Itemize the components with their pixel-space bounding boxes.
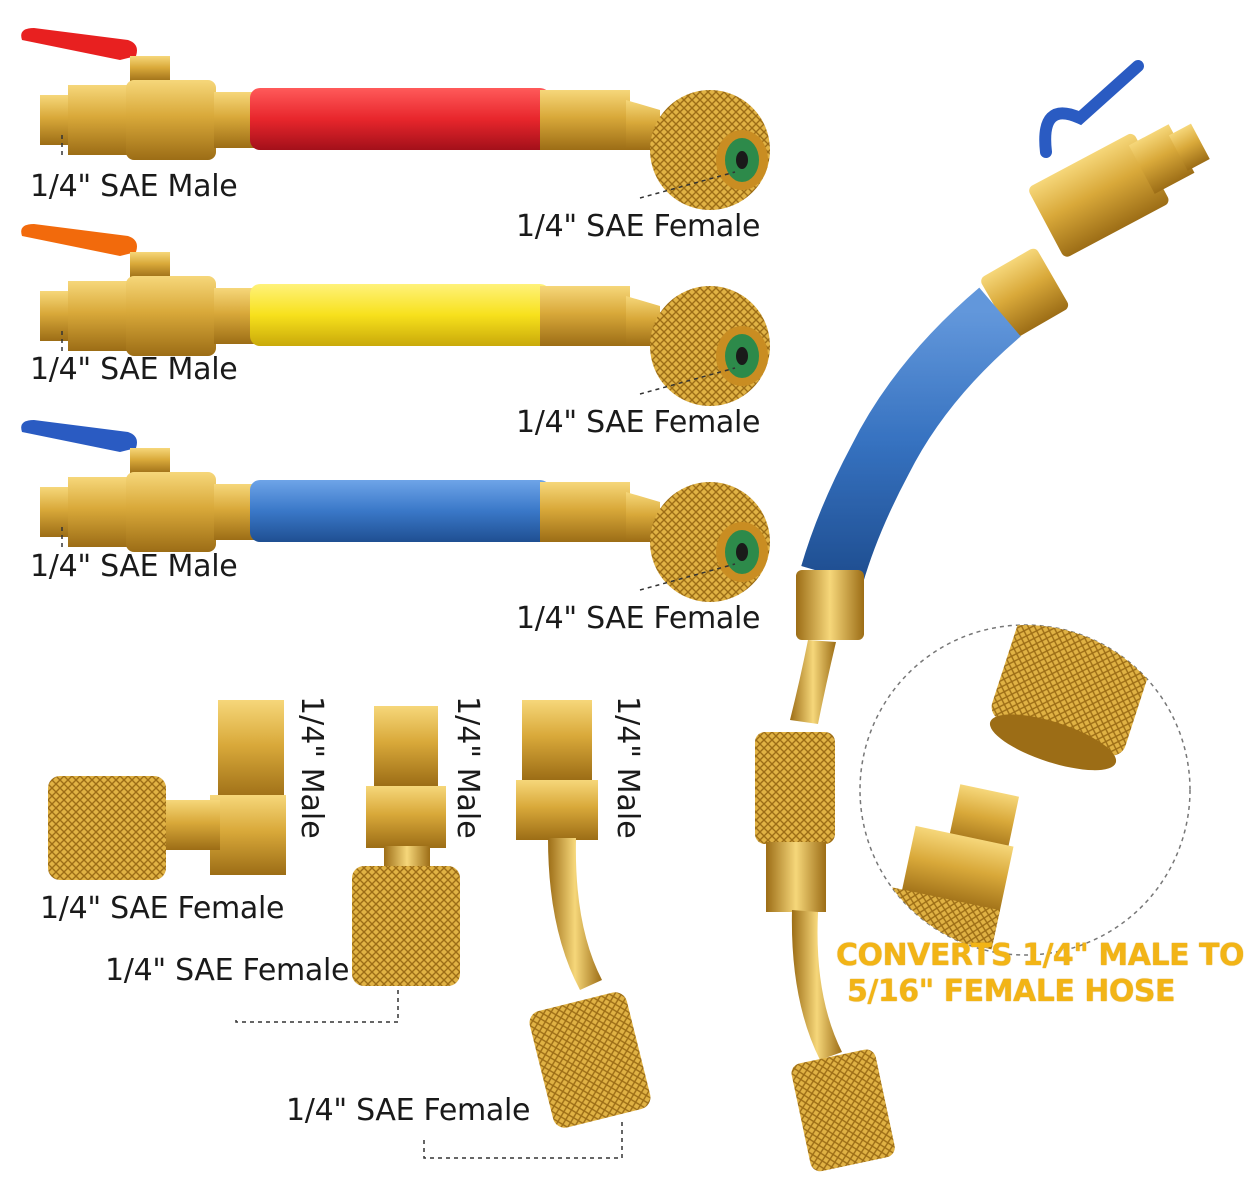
promo-line-1: CONVERTS 1/4" MALE TO <box>836 938 1244 973</box>
hose-blue-female-label: 1/4" SAE Female <box>516 601 761 636</box>
hose-yellow-female-label: 1/4" SAE Female <box>516 405 761 440</box>
knurled-nut <box>352 866 460 986</box>
valve-handle <box>21 28 138 60</box>
angled-hose-assembly <box>755 60 1210 1172</box>
adapter-1-female-label: 1/4" SAE Female <box>40 891 285 926</box>
hose-yellow-male-label: 1/4" SAE Male <box>30 352 238 387</box>
detail-zoom-circle <box>859 624 1191 956</box>
valve-handle <box>1039 60 1144 158</box>
knurled-nut <box>755 732 835 844</box>
adapter-2-female-label: 1/4" SAE Female <box>105 953 350 988</box>
hose-segment <box>250 88 550 150</box>
knurled-nut <box>48 776 166 880</box>
adapter-45-degree <box>516 700 651 1128</box>
hose-segment <box>250 284 550 346</box>
adapter-90-degree <box>48 700 286 880</box>
valve-handle <box>21 224 138 256</box>
callout-leaders <box>61 135 736 1159</box>
adapter-straight <box>352 706 460 986</box>
adapter-3-female-label: 1/4" SAE Female <box>286 1093 531 1128</box>
promo-line-2: 5/16" FEMALE HOSE <box>847 974 1175 1009</box>
adapter-2-male-label: 1/4" Male <box>450 696 485 839</box>
hose-segment <box>801 287 1021 585</box>
product-illustration <box>21 28 1210 1172</box>
hose-assembly-yellow <box>21 224 770 406</box>
hose-red-female-label: 1/4" SAE Female <box>516 209 761 244</box>
promo-text: CONVERTS 1/4" MALE TO 5/16" FEMALE HOSE <box>836 938 1244 1010</box>
adapter-3-male-label: 1/4" Male <box>610 696 645 839</box>
adapter-1-male-label: 1/4" Male <box>294 696 329 839</box>
hose-assembly-blue <box>21 420 770 602</box>
hose-red-male-label: 1/4" SAE Male <box>30 169 238 204</box>
valve-handle <box>21 420 138 452</box>
hose-assembly-red <box>21 28 770 210</box>
hose-blue-male-label: 1/4" SAE Male <box>30 549 238 584</box>
knurled-nut <box>529 992 651 1128</box>
hose-segment <box>250 480 550 542</box>
